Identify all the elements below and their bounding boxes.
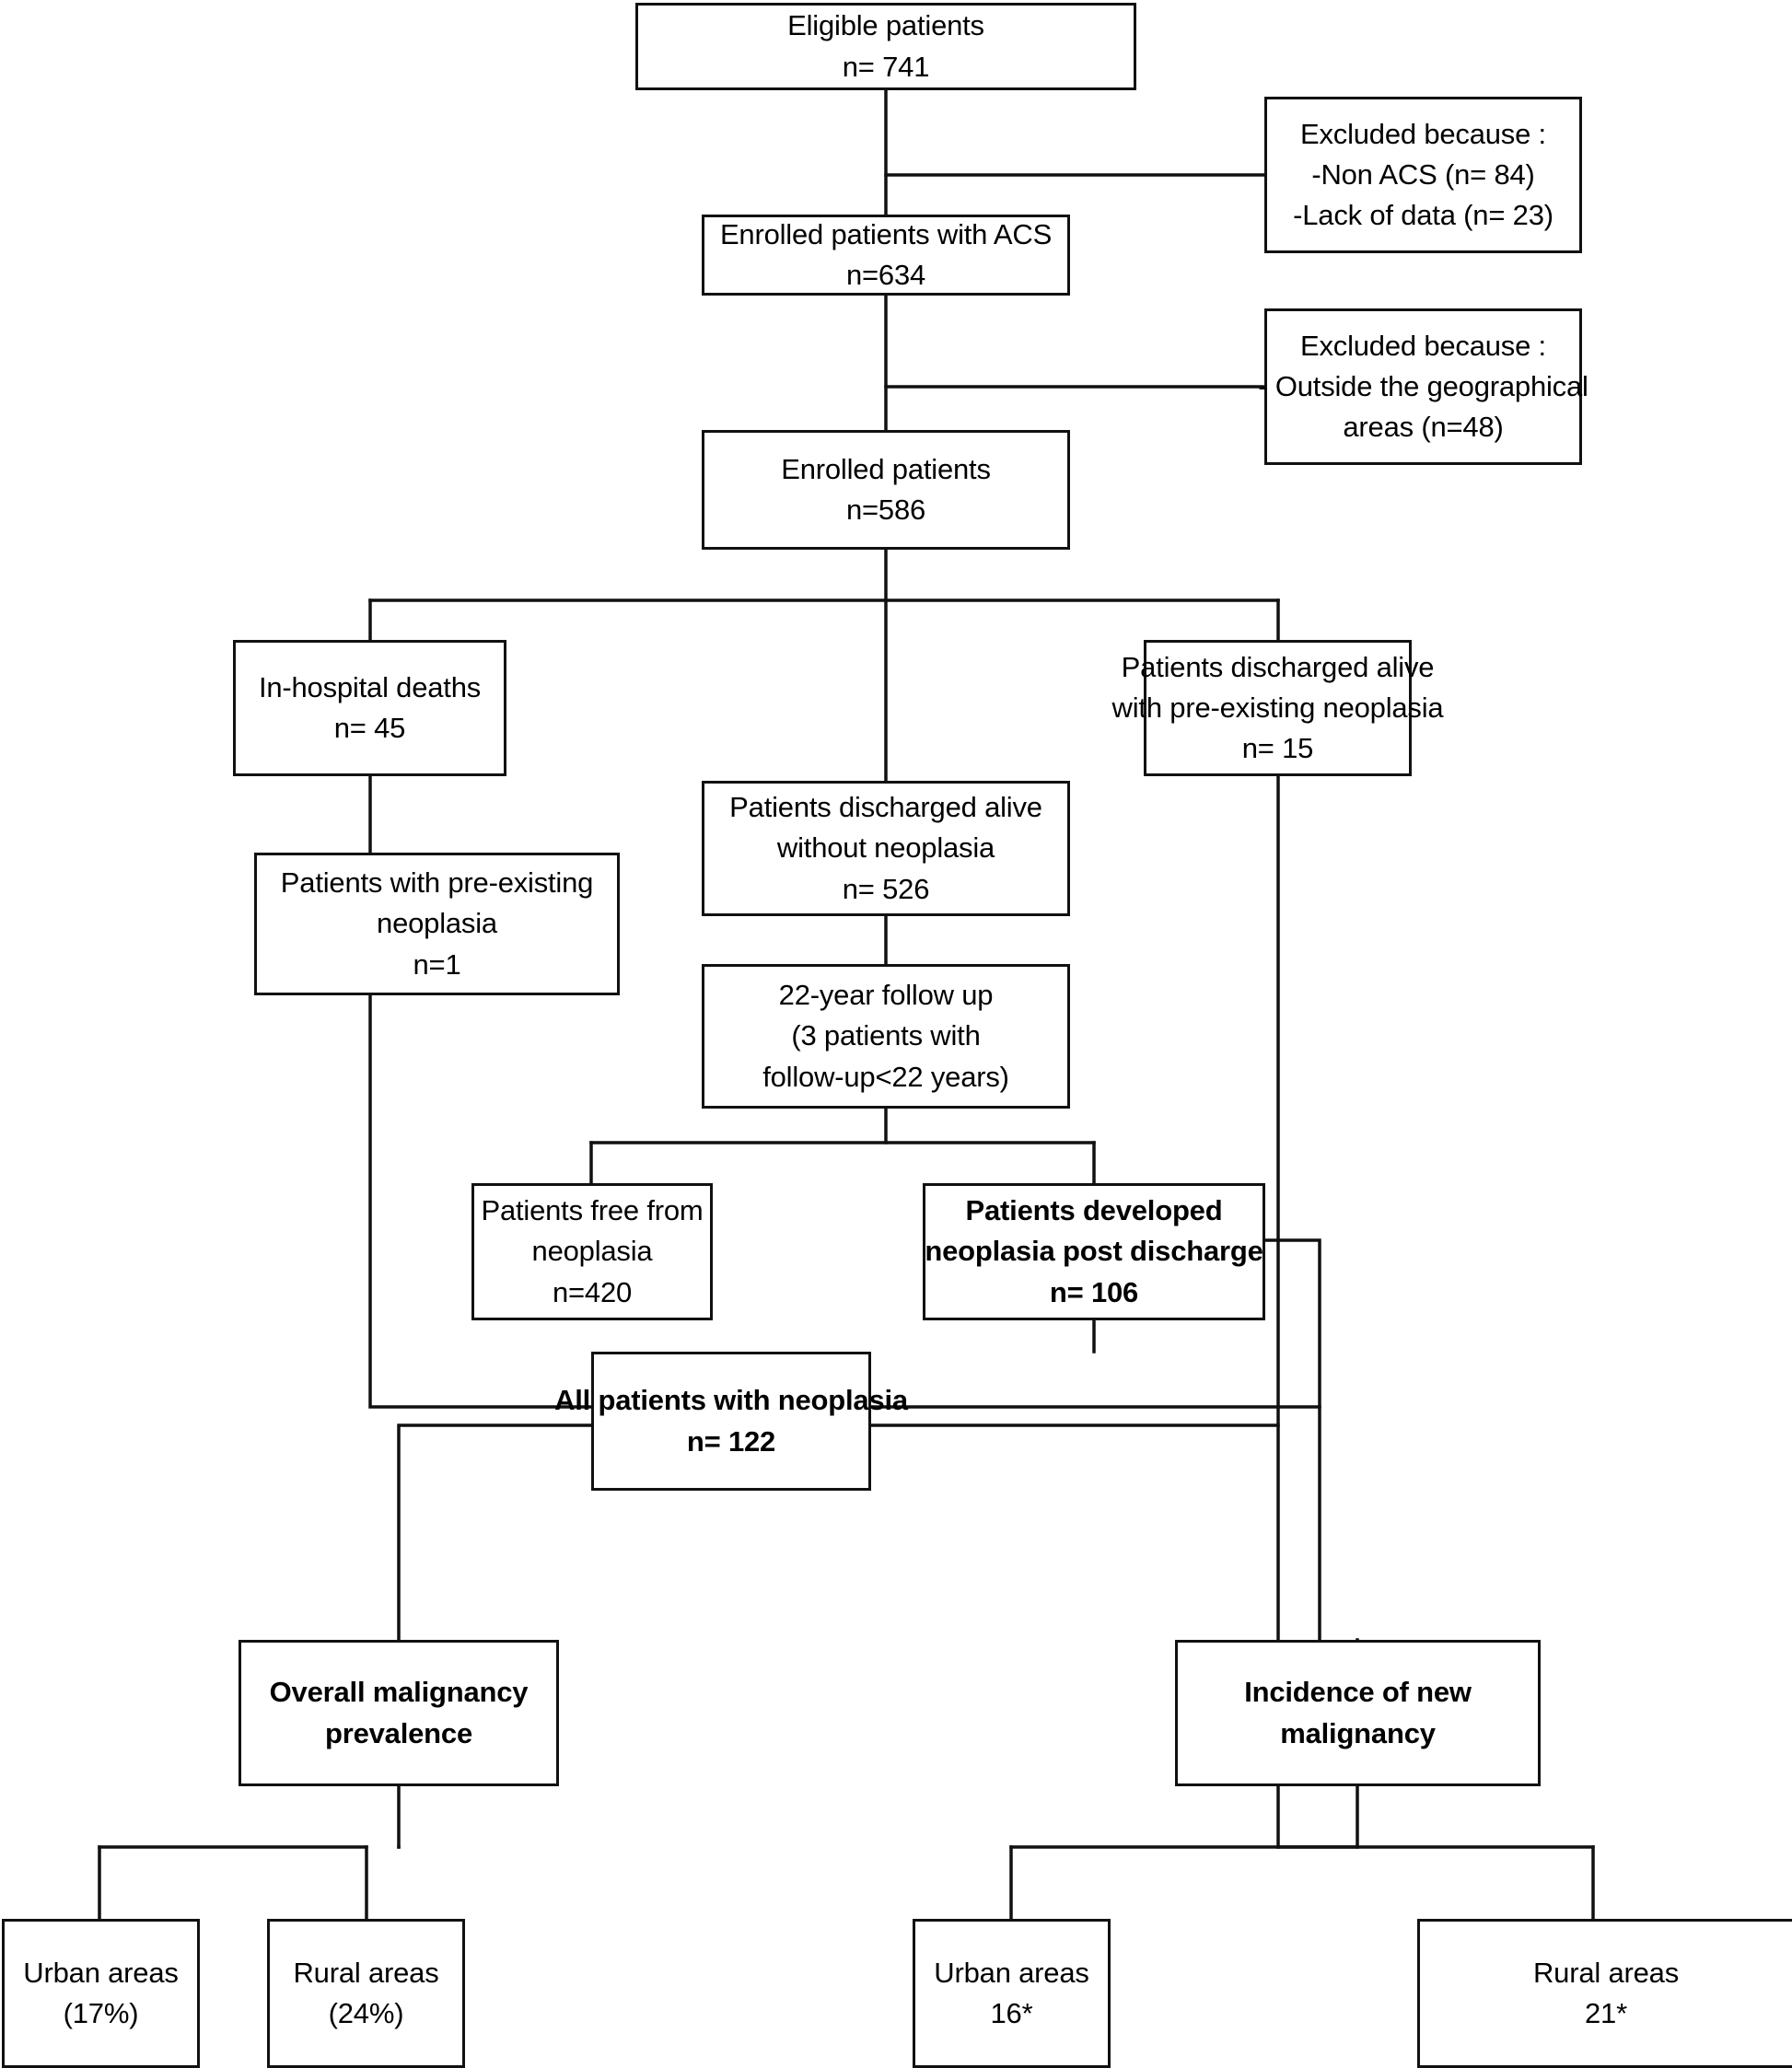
node-line: follow-up<22 years) — [762, 1060, 1009, 1093]
node-in-hospital-deaths[interactable]: In-hospital deaths n= 45 — [233, 640, 506, 776]
node-line: Patients discharged alive — [729, 791, 1042, 824]
node-line: Rural areas — [1532, 1956, 1680, 1989]
node-line: n= 15 — [1241, 732, 1314, 764]
node-patients-free-from-neoplasia[interactable]: Patients free from neoplasia n=420 — [471, 1183, 713, 1320]
node-incidence-urban-areas[interactable]: Urban areas 16* — [913, 1919, 1111, 2068]
node-line: (24%) — [328, 1997, 404, 2029]
node-line: Overall malignancy — [269, 1676, 529, 1709]
node-line: In-hospital deaths — [258, 670, 482, 703]
node-prevalence-urban-areas[interactable]: Urban areas (17%) — [2, 1919, 200, 2068]
node-line: Rural areas — [293, 1956, 439, 1989]
node-line: Urban areas — [934, 1956, 1089, 1989]
node-patients-developed-neoplasia-post-discharge[interactable]: Patients developed neoplasia post discha… — [923, 1183, 1265, 1320]
node-enrolled-patients-with-acs[interactable]: Enrolled patients with ACS n=634 — [702, 215, 1070, 296]
node-line: n=586 — [845, 494, 926, 526]
node-excluded-non-acs-lack-of-data[interactable]: Excluded because : -Non ACS (n= 84) -Lac… — [1264, 97, 1582, 253]
node-line: malignancy — [1280, 1716, 1436, 1749]
node-line: neoplasia post discharge — [925, 1235, 1263, 1268]
node-line: Patients free from — [481, 1194, 704, 1227]
node-line: 22-year follow up — [778, 979, 994, 1012]
node-line: - Outside the geographical — [1258, 369, 1588, 402]
node-line: n= 122 — [686, 1424, 776, 1458]
node-line: neoplasia — [531, 1235, 653, 1268]
node-patients-with-pre-existing-neoplasia[interactable]: Patients with pre-existing neoplasia n=1 — [254, 853, 620, 995]
node-line: n=634 — [845, 259, 926, 291]
node-all-patients-with-neoplasia[interactable]: All patients with neoplasia n= 122 — [554, 1352, 908, 1491]
node-line: Enrolled patients with ACS — [719, 217, 1053, 250]
node-line: Enrolled patients — [781, 452, 991, 485]
node-line: n=1 — [413, 947, 461, 981]
node-line: Incidence of new — [1244, 1676, 1472, 1709]
node-discharged-alive-with-pre-existing-neoplasia[interactable]: Patients discharged alive with pre-exist… — [1112, 640, 1444, 776]
node-eligible-patients[interactable]: Eligible patients n= 741 — [635, 3, 1136, 90]
node-line: n= 106 — [1049, 1275, 1139, 1308]
node-line: n= 526 — [842, 872, 930, 905]
node-patients-discharged-alive-without-neoplasia[interactable]: Patients discharged alive without neopla… — [702, 781, 1070, 916]
node-line: Patients developed — [965, 1194, 1223, 1227]
node-excluded-outside-geographical-areas[interactable]: Excluded because : - Outside the geograp… — [1258, 308, 1588, 465]
node-line: Eligible patients — [787, 9, 984, 42]
node-overall-malignancy-prevalence[interactable]: Overall malignancy prevalence — [239, 1640, 559, 1786]
node-line: Patients discharged alive — [1121, 650, 1435, 683]
node-line: Urban areas — [23, 1956, 179, 1989]
node-line: All patients with neoplasia — [554, 1384, 908, 1417]
node-line: n=420 — [552, 1275, 633, 1308]
node-line: neoplasia — [377, 907, 497, 940]
node-line: -Non ACS (n= 84) — [1311, 157, 1535, 191]
node-line: n= 741 — [842, 50, 930, 83]
node-line: 21* — [1585, 1997, 1627, 2029]
node-line: Excluded because : — [1300, 117, 1546, 150]
node-enrolled-patients[interactable]: Enrolled patients n=586 — [702, 430, 1070, 550]
node-line: with pre-existing neoplasia — [1111, 691, 1444, 724]
node-line: (17%) — [63, 1997, 139, 2029]
node-line: prevalence — [325, 1716, 472, 1749]
node-line: without neoplasia — [776, 831, 995, 865]
node-line: Patients with pre-existing — [280, 866, 594, 900]
node-line: -Lack of data (n= 23) — [1293, 199, 1553, 231]
node-line: Excluded because : — [1300, 329, 1546, 362]
node-prevalence-rural-areas[interactable]: Rural areas (24%) — [267, 1919, 465, 2068]
node-line: areas (n=48) — [1343, 411, 1504, 443]
node-line: n= 45 — [333, 712, 406, 744]
node-line: 16* — [990, 1997, 1033, 2029]
node-22-year-follow-up[interactable]: 22-year follow up (3 patients with follo… — [702, 964, 1070, 1109]
node-incidence-of-new-malignancy[interactable]: Incidence of new malignancy — [1175, 1640, 1541, 1786]
node-line: (3 patients with — [791, 1019, 981, 1052]
node-incidence-rural-areas[interactable]: Rural areas 21* — [1417, 1919, 1792, 2068]
